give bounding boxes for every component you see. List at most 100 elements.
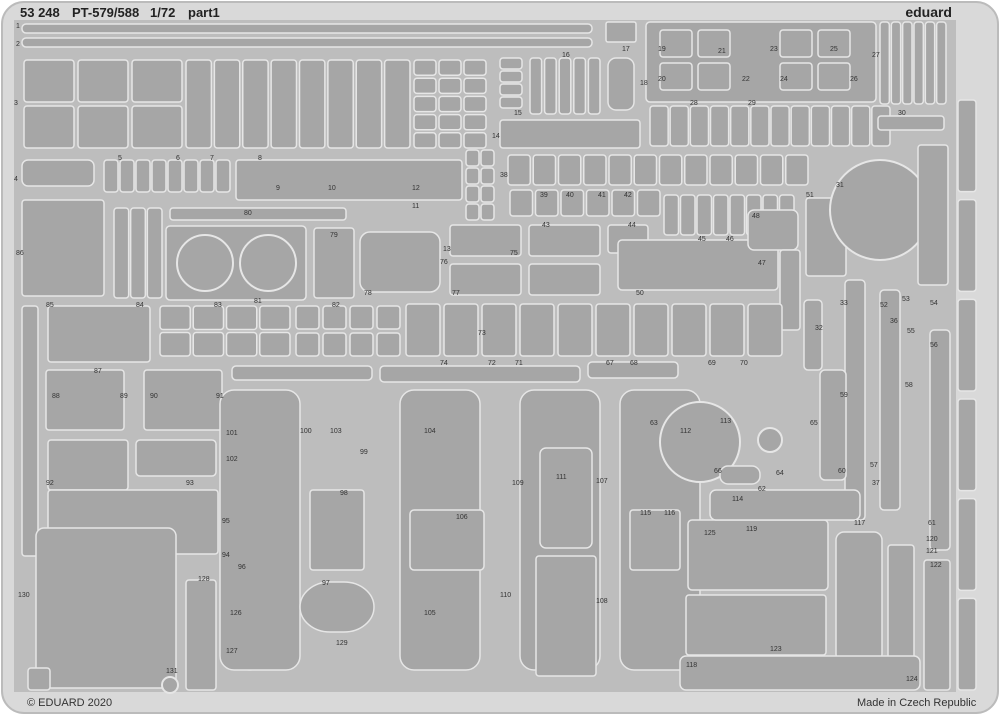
etched-part — [679, 655, 921, 691]
etched-part — [935, 21, 947, 105]
part-number-label: 123 — [770, 646, 782, 653]
part-number-label: 5 — [118, 155, 122, 162]
etched-part — [696, 194, 713, 236]
etched-part — [359, 231, 441, 293]
etched-part — [929, 329, 951, 551]
etched-part — [259, 305, 291, 331]
etched-part — [633, 154, 658, 186]
part-number-label: 105 — [424, 610, 436, 617]
part-number-label: 41 — [598, 192, 606, 199]
part-number-label: 110 — [500, 592, 512, 599]
etched-part — [463, 59, 487, 76]
etched-part — [449, 263, 522, 296]
etched-part — [543, 57, 557, 115]
etched-part — [605, 21, 637, 43]
part-number-label: 130 — [18, 592, 30, 599]
part-number-label: 95 — [222, 518, 230, 525]
etched-part — [167, 159, 183, 193]
etched-part — [322, 332, 347, 357]
part-number-label: 53 — [902, 296, 910, 303]
etched-part — [465, 185, 480, 203]
part-number-label: 48 — [752, 213, 760, 220]
etched-part — [557, 303, 593, 357]
etched-part — [413, 95, 437, 113]
part-number-label: 83 — [214, 302, 222, 309]
etched-part — [785, 154, 809, 186]
etched-part — [817, 62, 851, 91]
etched-part — [499, 70, 523, 83]
part-number-label: 114 — [732, 496, 744, 503]
etched-part — [235, 159, 463, 201]
etched-part — [295, 305, 320, 330]
etched-part — [957, 497, 977, 592]
etched-part — [957, 99, 977, 193]
etched-part — [159, 305, 191, 331]
etched-part — [438, 113, 462, 131]
part-number-label: 11 — [412, 203, 420, 210]
etched-part — [383, 59, 411, 149]
part-number-label: 51 — [806, 192, 814, 199]
etched-part — [709, 489, 861, 521]
etched-part — [747, 209, 799, 251]
part-number-label: 54 — [930, 300, 938, 307]
etched-part — [901, 21, 913, 105]
part-number-label: 60 — [838, 468, 846, 475]
part-number-label: 39 — [540, 192, 548, 199]
etched-part — [185, 579, 217, 691]
etched-part — [617, 239, 779, 291]
part-number-label: 84 — [136, 302, 144, 309]
etched-part — [729, 194, 746, 236]
etched-part — [877, 115, 945, 131]
etched-part — [850, 105, 871, 147]
etched-part — [712, 194, 729, 236]
etched-part — [480, 185, 495, 203]
part-number-label: 3 — [14, 100, 18, 107]
part-number-label: 15 — [514, 110, 522, 117]
etched-part — [77, 59, 129, 103]
etched-part — [480, 203, 495, 221]
part-number-label: 91 — [216, 393, 224, 400]
part-number-label: 107 — [596, 478, 608, 485]
etched-part — [709, 105, 730, 147]
scale-label: 1/72 — [150, 5, 176, 20]
etched-part — [636, 189, 661, 217]
etched-part — [176, 234, 234, 292]
part-number-label: 1 — [16, 23, 20, 30]
etched-part — [890, 21, 902, 105]
etched-part — [558, 57, 572, 115]
etched-part — [679, 194, 696, 236]
etched-part — [192, 305, 225, 331]
part-number-label: 111 — [556, 474, 567, 481]
etched-part — [499, 119, 641, 149]
etched-part — [159, 331, 191, 357]
part-number-label: 59 — [840, 392, 848, 399]
part-number-label: 26 — [850, 76, 858, 83]
part-number-label: 126 — [230, 610, 242, 617]
etched-part — [499, 83, 523, 96]
part-number-label: 46 — [726, 236, 734, 243]
etched-part — [409, 509, 485, 571]
brand-logo: eduard — [905, 4, 952, 20]
part-number-label: 64 — [776, 470, 784, 477]
etched-part — [611, 189, 636, 217]
etched-part — [199, 159, 215, 193]
etched-part — [734, 154, 759, 186]
etched-part — [747, 303, 783, 357]
part-number-label: 104 — [424, 428, 436, 435]
part-number-label: 96 — [238, 564, 246, 571]
part-number-label: 55 — [907, 328, 915, 335]
part-number-label: 37 — [872, 480, 880, 487]
etched-part — [21, 37, 593, 48]
etched-part — [529, 57, 543, 115]
etched-part — [671, 303, 707, 357]
etched-part — [659, 401, 741, 483]
etched-part — [231, 365, 373, 381]
etched-part — [689, 105, 710, 147]
etched-part — [923, 559, 951, 691]
etched-part — [169, 207, 347, 221]
etched-part — [376, 332, 401, 357]
etched-part — [957, 398, 977, 492]
etched-part — [35, 527, 177, 689]
part-number-label: 112 — [680, 428, 692, 435]
